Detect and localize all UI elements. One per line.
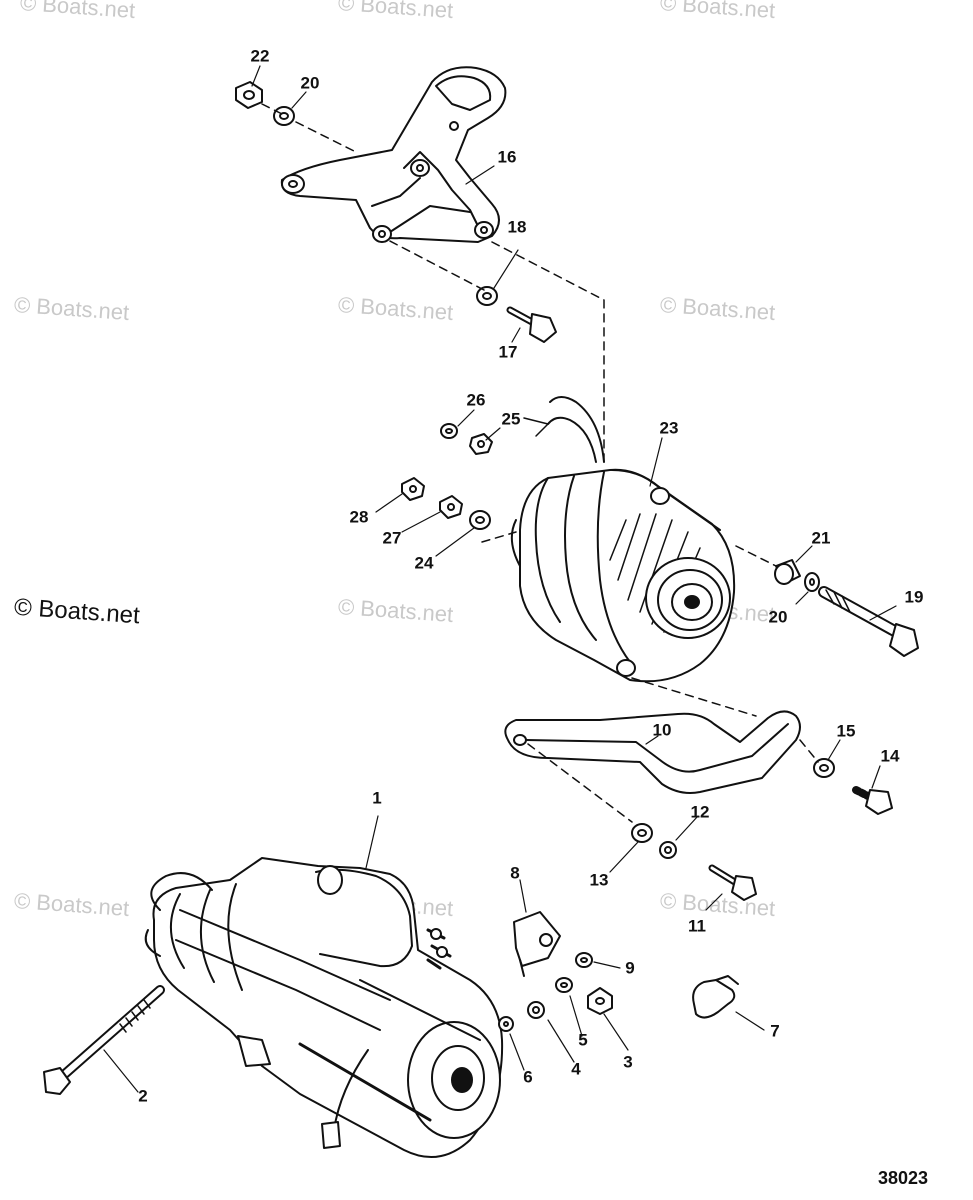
callout-14: 14 — [880, 746, 900, 766]
callout-12: 12 — [690, 802, 710, 822]
callout-11: 11 — [688, 916, 706, 936]
spacer-part-21 — [774, 559, 801, 585]
callout-6: 6 — [523, 1067, 533, 1087]
nut-part-3 — [587, 987, 613, 1015]
lower-brace-part-10 — [504, 710, 801, 794]
callout-2: 2 — [138, 1086, 148, 1106]
starter-motor-part-1 — [144, 857, 504, 1158]
callout-27: 27 — [382, 528, 402, 548]
callout-25: 25 — [501, 409, 521, 429]
nut-part-22 — [235, 81, 263, 109]
washer-part-6 — [498, 1016, 514, 1032]
terminal-boot-part-7 — [692, 975, 739, 1019]
callout-18: 18 — [507, 217, 527, 237]
washer-part-12 — [659, 841, 677, 859]
callout-16: 16 — [497, 147, 517, 167]
leader-lines — [103, 65, 897, 1093]
callout-24: 24 — [414, 553, 434, 573]
alternator-part-23 — [510, 396, 736, 683]
callout-7: 7 — [770, 1021, 780, 1041]
washer-part-4 — [527, 1001, 545, 1019]
callout-22: 22 — [250, 46, 270, 66]
callout-20-right: 20 — [768, 607, 788, 627]
callout-23: 23 — [659, 418, 679, 438]
callout-13: 13 — [589, 870, 609, 890]
callout-28: 28 — [349, 507, 369, 527]
callout-4: 4 — [571, 1059, 581, 1079]
washer-part-9 — [575, 952, 593, 968]
bolt-part-19 — [818, 586, 919, 657]
small-fasteners-24-28 — [401, 423, 493, 530]
washer-part-13 — [631, 823, 653, 843]
figure-number: 38023 — [878, 1168, 929, 1188]
bolt-part-2 — [43, 985, 165, 1095]
callout-15: 15 — [836, 721, 856, 741]
upper-bracket-part-16 — [280, 66, 507, 243]
callout-8: 8 — [510, 863, 520, 883]
bolt-part-17 — [506, 306, 557, 343]
callout-1: 1 — [372, 788, 382, 808]
callout-17: 17 — [498, 342, 518, 362]
callout-5: 5 — [578, 1030, 588, 1050]
callout-3: 3 — [623, 1052, 633, 1072]
washer-part-15 — [813, 758, 835, 778]
callout-20-top: 20 — [300, 73, 320, 93]
callout-26: 26 — [466, 390, 486, 410]
callout-9: 9 — [625, 958, 635, 978]
callout-10: 10 — [652, 720, 672, 740]
bolt-part-11 — [708, 864, 757, 901]
callout-21: 21 — [811, 528, 831, 548]
assembly-lines — [261, 103, 819, 823]
washer-part-5 — [555, 977, 573, 993]
washer-part-20-top — [273, 106, 295, 126]
washer-part-20-right — [804, 572, 820, 592]
callout-19: 19 — [904, 587, 924, 607]
washer-part-18 — [476, 286, 498, 306]
bolt-part-14 — [852, 786, 893, 815]
terminal-insulator-part-8 — [513, 911, 561, 977]
